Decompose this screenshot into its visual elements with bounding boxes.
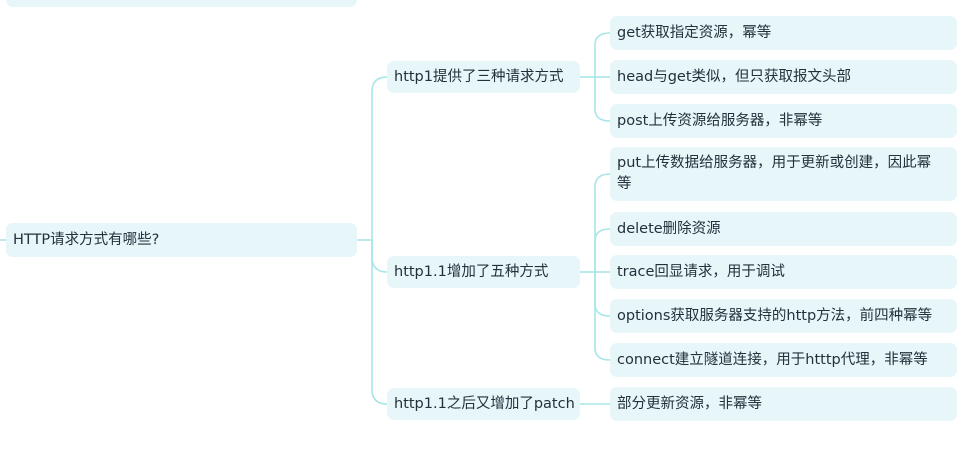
connector-group-2-b bbox=[594, 228, 611, 272]
connector-group-2-e bbox=[594, 272, 611, 361]
leaf-node-options[interactable]: options获取服务器支持的http方法，前四种幂等 bbox=[610, 299, 957, 333]
connector-group-1-up bbox=[594, 32, 611, 77]
leaf-node-post-label: post上传资源给服务器，非幂等 bbox=[617, 112, 823, 129]
connector-trunk-to-group-3 bbox=[371, 240, 388, 405]
connector-trunk-to-group-2 bbox=[371, 240, 388, 273]
leaf-node-get-label: get获取指定资源，幂等 bbox=[617, 24, 772, 41]
root-node[interactable]: HTTP请求方式有哪些? bbox=[6, 223, 357, 257]
group-node-patch-label: http1.1之后又增加了patch bbox=[394, 395, 575, 412]
leaf-node-connect-label: connect建立隧道连接，用于htttp代理，非幂等 bbox=[617, 351, 928, 368]
connector-group-2-d bbox=[594, 272, 611, 317]
leaf-node-patch-label: 部分更新资源，非幂等 bbox=[617, 395, 762, 412]
connector-group-1-down bbox=[594, 77, 611, 122]
group-node-patch[interactable]: http1.1之后又增加了patch bbox=[387, 388, 580, 420]
root-node-label: HTTP请求方式有哪些? bbox=[13, 231, 160, 248]
leaf-node-put[interactable]: put上传数据给服务器，用于更新或创建，因此幂等 bbox=[610, 147, 957, 201]
cropped-node-top bbox=[6, 0, 357, 7]
leaf-node-post[interactable]: post上传资源给服务器，非幂等 bbox=[610, 104, 957, 138]
leaf-node-delete-label: delete删除资源 bbox=[617, 220, 721, 237]
connector-group-2-a bbox=[594, 173, 611, 272]
leaf-node-patch[interactable]: 部分更新资源，非幂等 bbox=[610, 387, 957, 421]
group-node-http1[interactable]: http1提供了三种请求方式 bbox=[387, 61, 580, 93]
group-node-http11[interactable]: http1.1增加了五种方式 bbox=[387, 256, 580, 288]
leaf-node-head-label: head与get类似，但只获取报文头部 bbox=[617, 68, 852, 85]
leaf-node-get[interactable]: get获取指定资源，幂等 bbox=[610, 16, 957, 50]
leaf-node-put-label: put上传数据给服务器，用于更新或创建，因此幂等 bbox=[617, 155, 932, 192]
group-node-http11-label: http1.1增加了五种方式 bbox=[394, 263, 549, 280]
connector-trunk-to-group-1 bbox=[371, 76, 388, 240]
group-node-http1-label: http1提供了三种请求方式 bbox=[394, 68, 564, 85]
leaf-node-trace-label: trace回显请求，用于调试 bbox=[617, 263, 785, 280]
leaf-node-delete[interactable]: delete删除资源 bbox=[610, 212, 957, 246]
leaf-node-connect[interactable]: connect建立隧道连接，用于htttp代理，非幂等 bbox=[610, 343, 957, 377]
leaf-node-head[interactable]: head与get类似，但只获取报文头部 bbox=[610, 60, 957, 94]
leaf-node-trace[interactable]: trace回显请求，用于调试 bbox=[610, 255, 957, 289]
leaf-node-options-label: options获取服务器支持的http方法，前四种幂等 bbox=[617, 307, 933, 324]
